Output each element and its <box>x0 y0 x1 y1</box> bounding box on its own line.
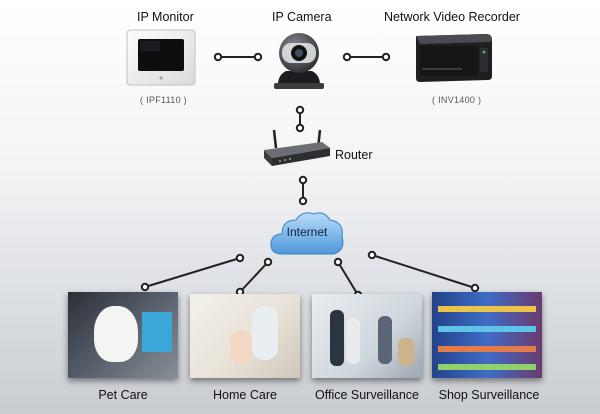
home-care-image[interactable] <box>190 294 300 378</box>
nvr-model: ( INV1400 ) <box>432 95 482 105</box>
router-icon <box>264 129 330 166</box>
internet-label: Internet <box>286 225 328 239</box>
shop-surveillance-label: Shop Surveillance <box>438 388 540 402</box>
ip-camera-label: IP Camera <box>272 10 332 24</box>
shelf-2-shape <box>438 326 536 332</box>
nvr-icon <box>416 34 492 82</box>
home-care-label: Home Care <box>213 388 277 402</box>
router-label: Router <box>335 148 373 162</box>
shop-surveillance-image[interactable] <box>432 292 542 378</box>
shelf-1-shape <box>438 306 536 312</box>
router-device[interactable] <box>262 128 332 168</box>
baby-shape <box>230 330 252 364</box>
cloud-icon <box>270 212 344 255</box>
ip-camera-device[interactable] <box>270 29 328 91</box>
shelf-4-shape <box>438 364 536 370</box>
ip-monitor-model: ( IPF1110 ) <box>140 95 187 105</box>
ip-monitor-label: IP Monitor <box>137 10 194 24</box>
internet-cloud: Internet <box>268 206 346 262</box>
person-1-shape <box>330 310 344 366</box>
pet-care-image[interactable] <box>68 292 178 378</box>
camera-icon <box>274 33 324 89</box>
mother-shape <box>252 306 278 360</box>
pet-care-label: Pet Care <box>98 388 148 402</box>
nvr-label: Network Video Recorder <box>384 10 520 24</box>
nvr-device[interactable] <box>412 32 496 84</box>
shelf-3-shape <box>438 346 536 352</box>
person-4-shape <box>398 338 414 366</box>
office-surveillance-image[interactable] <box>312 294 422 378</box>
person-2-shape <box>346 318 360 364</box>
person-3-shape <box>378 316 392 364</box>
monitor-icon <box>126 29 196 86</box>
office-surveillance-label: Office Surveillance <box>315 388 419 402</box>
ip-monitor-device[interactable] <box>125 28 197 86</box>
dog-shape <box>94 306 138 362</box>
blue-chair-shape <box>142 312 172 352</box>
